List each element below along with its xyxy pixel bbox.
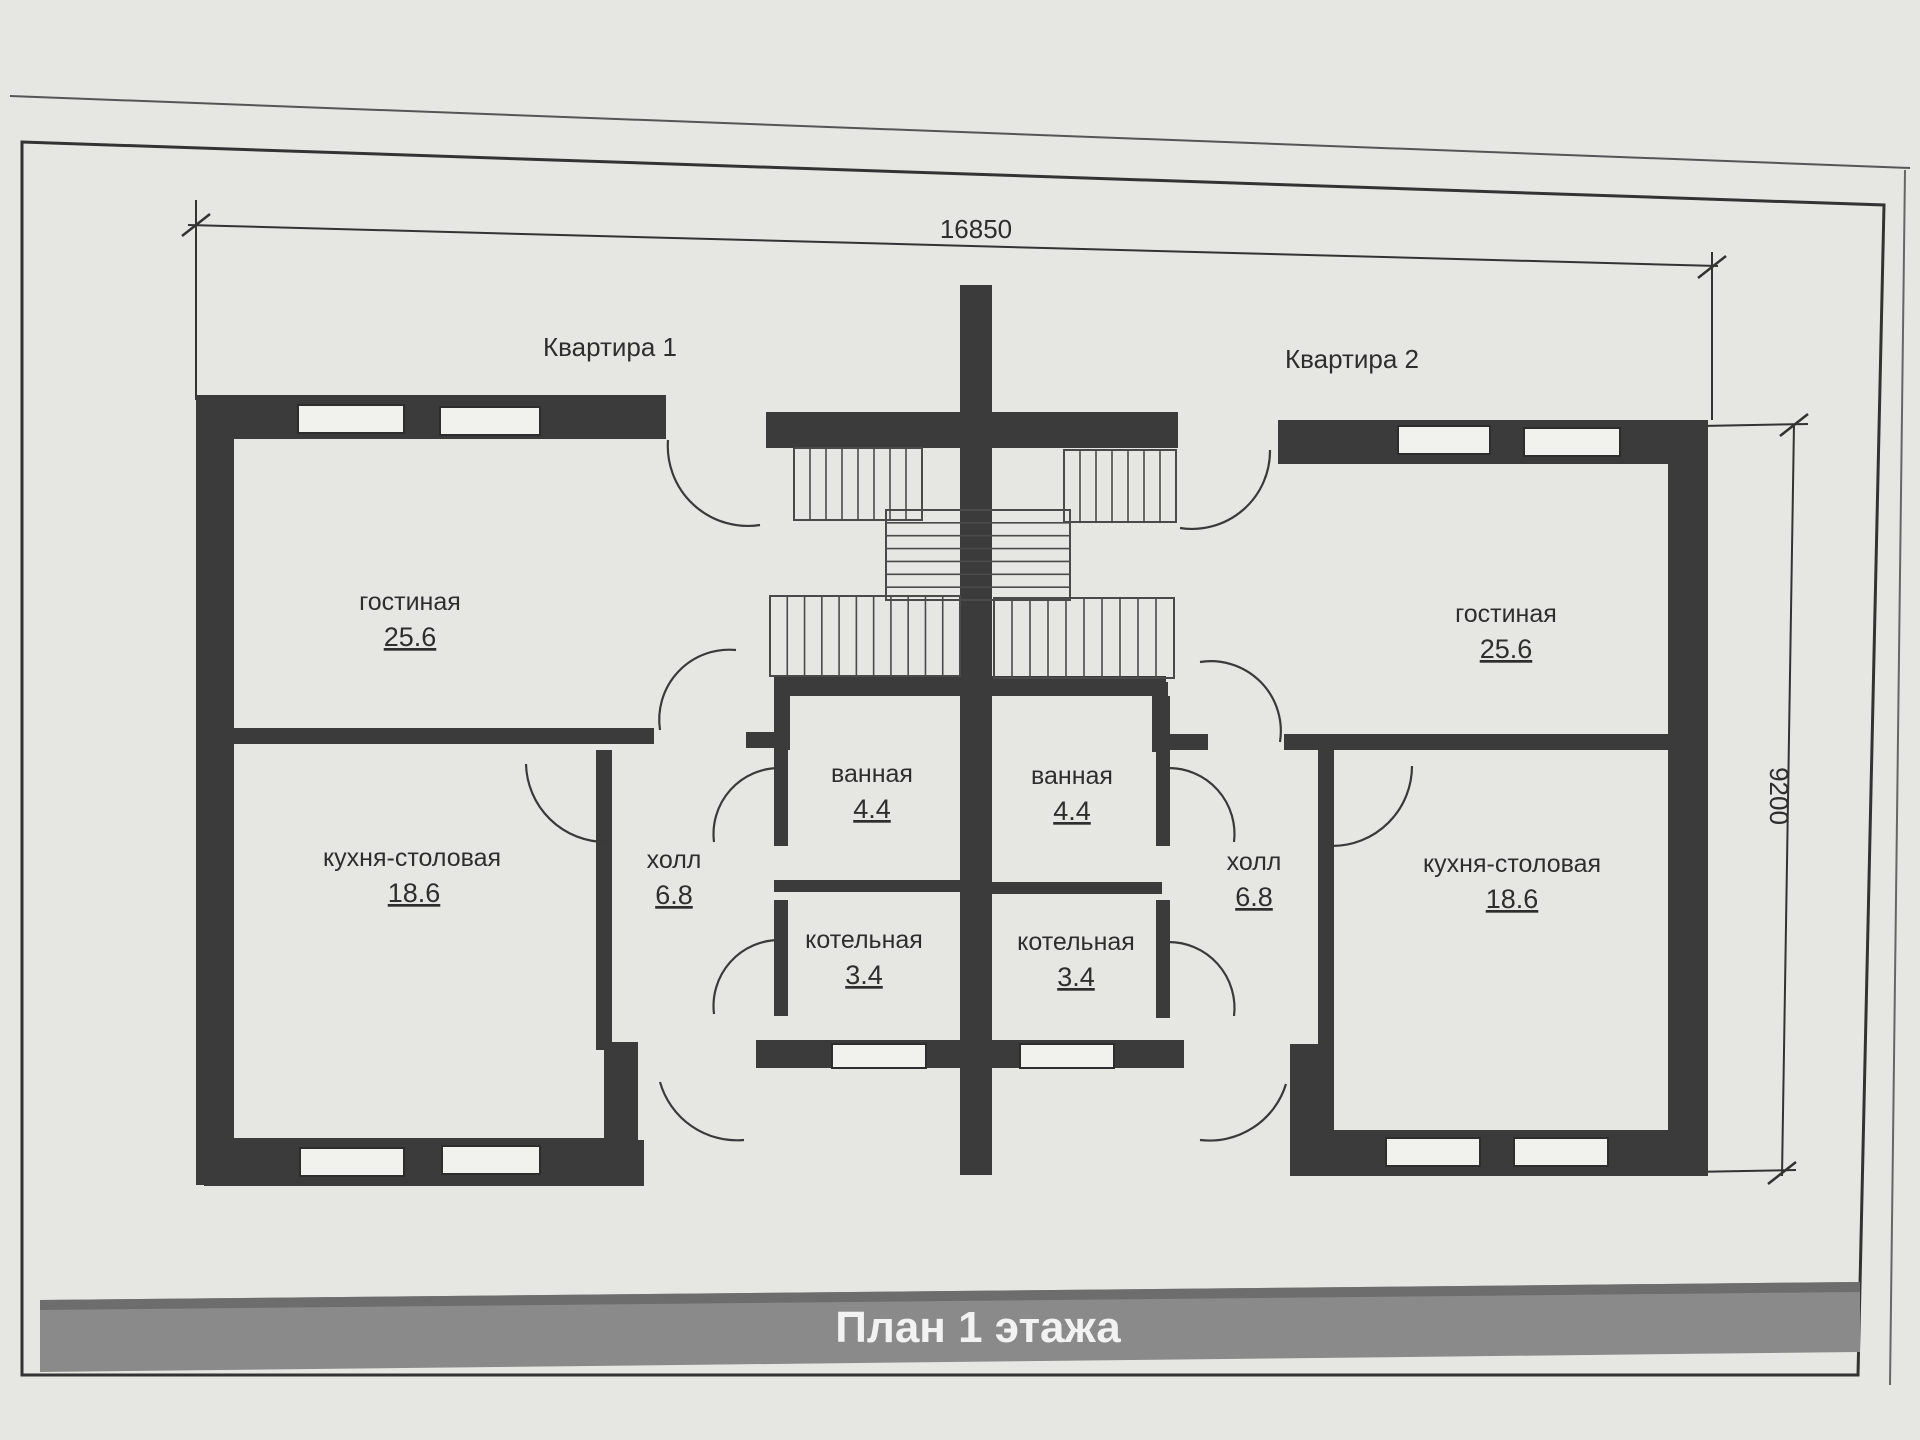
room-name: холл: [647, 846, 702, 874]
width-dimension-label: 16850: [940, 214, 1012, 244]
dimension-width: 16850: [181, 200, 1727, 420]
page-frame: [9, 95, 1911, 1386]
staircase: [769, 447, 1177, 679]
apartment-2-label: Квартира 2: [1285, 344, 1419, 374]
apartment-1-label: Квартира 1: [543, 332, 677, 362]
room-area: 6.8: [1235, 882, 1273, 912]
room-area: 6.8: [655, 880, 693, 910]
room-name: ванная: [831, 760, 913, 788]
room-name: котельная: [1017, 928, 1135, 956]
depth-dimension-label: 9200: [1764, 767, 1794, 825]
room-name: кухня-столовая: [323, 844, 501, 872]
title-band: План 1 этажа: [40, 1282, 1860, 1372]
room-area: 3.4: [1057, 962, 1095, 992]
walls: [196, 285, 1708, 1186]
room-area: 4.4: [853, 794, 891, 824]
room-name: ванная: [1031, 762, 1113, 790]
room-area: 18.6: [388, 878, 441, 908]
windows: [297, 404, 1621, 1177]
labels: Квартира 1 Квартира 2 гостиная 25.6 кухн…: [323, 332, 1601, 992]
room-name: котельная: [805, 926, 923, 954]
room-area: 3.4: [845, 960, 883, 990]
room-name: кухня-столовая: [1423, 850, 1601, 878]
room-area: 18.6: [1486, 884, 1539, 914]
room-area: 4.4: [1053, 796, 1091, 826]
room-name: гостиная: [359, 588, 461, 616]
room-name: холл: [1227, 848, 1282, 876]
room-area: 25.6: [384, 622, 437, 652]
plan-title: План 1 этажа: [835, 1303, 1121, 1352]
doors: [524, 439, 1414, 1142]
room-area: 25.6: [1480, 634, 1533, 664]
room-name: гостиная: [1455, 600, 1557, 628]
